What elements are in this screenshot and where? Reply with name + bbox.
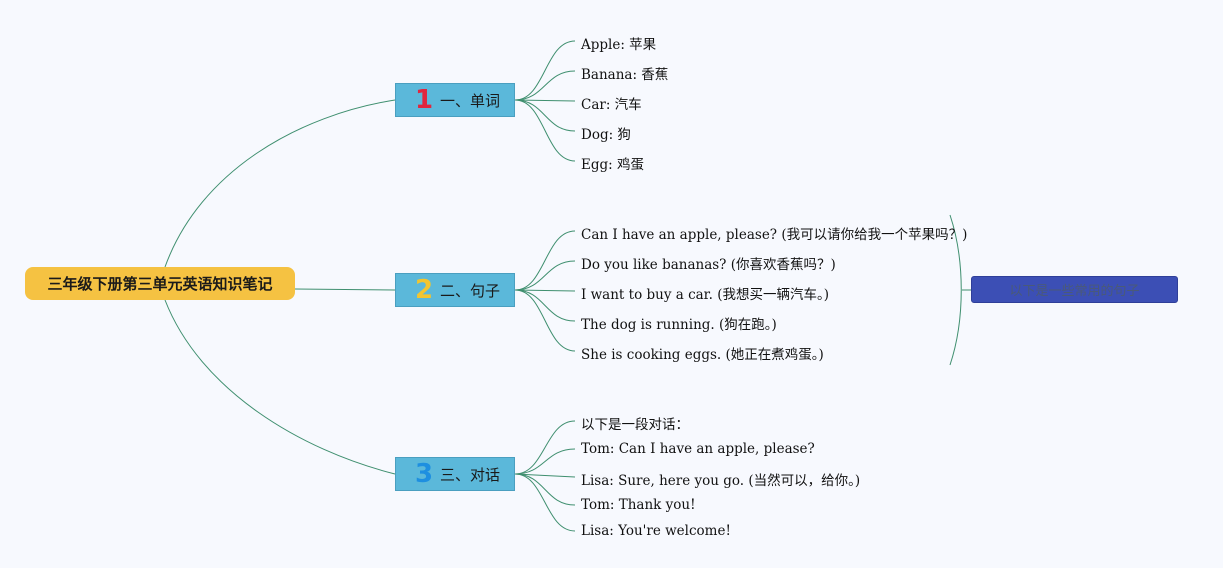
leaf-link-1-2 <box>514 70 576 101</box>
leaf-link-2-5 <box>514 289 576 352</box>
leaf-link-1-5 <box>514 99 576 162</box>
number-2-icon: 2 <box>414 275 434 305</box>
number-3-icon: 3 <box>414 459 434 489</box>
leaf-node[interactable]: The dog is running. (狗在跑。) <box>581 317 777 333</box>
branch-label: 二、句子 <box>440 281 501 300</box>
leaf-link-1-3 <box>514 99 576 102</box>
leaf-node[interactable]: Do you like bananas? (你喜欢香蕉吗？) <box>581 257 836 273</box>
root-link-1 <box>164 99 396 268</box>
leaf-node[interactable]: She is cooking eggs. (她正在煮鸡蛋。) <box>581 347 824 363</box>
leaf-node[interactable]: Banana: 香蕉 <box>581 67 669 83</box>
summary-brace <box>949 214 962 366</box>
leaf-node[interactable]: Apple: 苹果 <box>581 37 657 53</box>
leaf-node[interactable]: Egg: 鸡蛋 <box>581 157 644 173</box>
root-link-2 <box>294 288 396 291</box>
leaf-node[interactable]: Can I have an apple, please? (我可以请你给我一个苹… <box>581 227 968 243</box>
root-link-3 <box>164 299 396 475</box>
leaf-link-2-3 <box>514 289 576 292</box>
branch-node-2[interactable]: 2 二、句子 <box>395 273 515 307</box>
leaf-link-1-1 <box>514 40 576 101</box>
root-node[interactable]: 三年级下册第三单元英语知识笔记 <box>25 267 295 300</box>
leaf-link-2-1 <box>514 230 576 291</box>
leaf-link-3-1 <box>514 420 576 475</box>
summary-node[interactable]: 以下是一些常用的句子 <box>971 276 1178 303</box>
branch-node-3[interactable]: 3 三、对话 <box>395 457 515 491</box>
summary-label: 以下是一些常用的句子 <box>1009 284 1140 299</box>
leaf-node[interactable]: Lisa: You're welcome! <box>581 523 731 539</box>
leaf-node[interactable]: Dog: 狗 <box>581 127 631 143</box>
leaf-node[interactable]: I want to buy a car. (我想买一辆汽车。) <box>581 287 830 303</box>
number-1-icon: 1 <box>414 85 434 115</box>
root-title: 三年级下册第三单元英语知识笔记 <box>47 275 273 293</box>
leaf-link-2-2 <box>514 260 576 291</box>
leaf-node[interactable]: Car: 汽车 <box>581 97 642 113</box>
branch-label: 三、对话 <box>440 465 501 484</box>
leaf-node[interactable]: Lisa: Sure, here you go. (当然可以，给你。) <box>581 473 861 489</box>
leaf-link-3-4 <box>514 473 576 506</box>
leaf-link-3-3 <box>514 473 576 478</box>
leaf-link-3-2 <box>514 448 576 475</box>
branch-label: 一、单词 <box>440 91 501 110</box>
branch-node-1[interactable]: 1 一、单词 <box>395 83 515 117</box>
leaf-node[interactable]: Tom: Thank you! <box>581 497 696 513</box>
leaf-link-2-4 <box>514 289 576 322</box>
leaf-node[interactable]: Tom: Can I have an apple, please? <box>581 441 815 457</box>
leaf-node[interactable]: 以下是一段对话： <box>581 417 689 433</box>
leaf-link-3-5 <box>514 473 576 532</box>
leaf-link-1-4 <box>514 99 576 132</box>
